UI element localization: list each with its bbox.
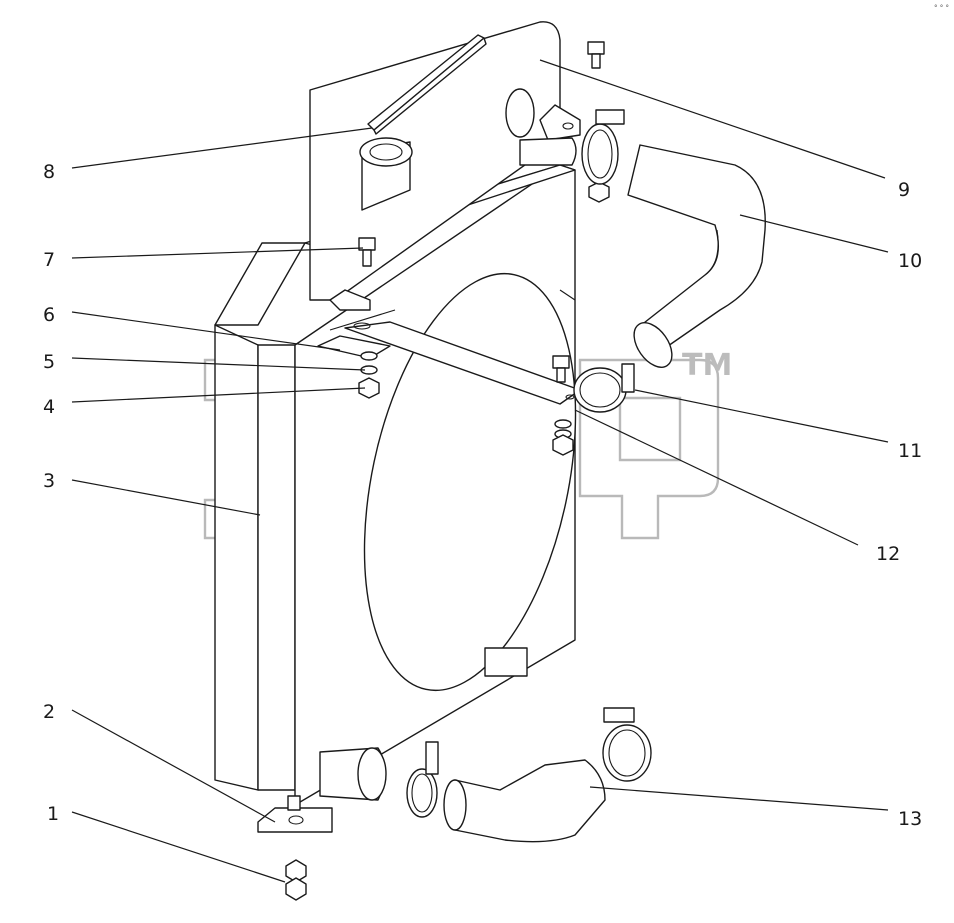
callout-6: 6: [43, 304, 55, 326]
filler-neck: [359, 137, 413, 211]
bottom-nuts: [285, 859, 307, 901]
callout-labels: 1 2 3 4 5 6 7 8 9 10 11 12 13: [43, 161, 922, 830]
bolt-upper-right: [587, 41, 605, 69]
callout-13: 13: [898, 808, 922, 830]
nut-part-4: [358, 377, 380, 399]
hose-clamp-lower-right: [602, 707, 652, 782]
seal-strip: [367, 34, 487, 135]
hose-clamp-upper: [581, 109, 625, 185]
callout-1: 1: [47, 803, 59, 825]
hose-clamp-part-11: [573, 363, 635, 413]
trademark-label: TM: [682, 348, 732, 383]
callout-5: 5: [43, 351, 55, 373]
callout-3: 3: [43, 470, 55, 492]
callout-4: 4: [43, 396, 55, 418]
callout-12: 12: [876, 543, 900, 565]
nut-upper-right: [588, 181, 610, 203]
callout-10: 10: [898, 250, 922, 272]
support-plate: [257, 795, 333, 833]
top-tank-plate: [309, 21, 581, 301]
callout-7: 7: [43, 249, 55, 271]
washer-nut-lower: [552, 419, 574, 456]
lower-hose: [443, 759, 606, 843]
bolt-part-7: [358, 237, 376, 267]
callout-9: 9: [898, 179, 910, 201]
leader-lines: [71, 59, 889, 883]
bottom-outlet-pipe: [319, 747, 387, 801]
hose-clamp-lower-left: [406, 741, 439, 818]
callout-8: 8: [43, 161, 55, 183]
bolt-mid-right: [552, 355, 570, 383]
lower-support-block: [484, 647, 528, 677]
callout-11: 11: [898, 440, 922, 462]
corner-mark: ° ° °: [934, 4, 949, 12]
upper-mount-bracket: [329, 289, 371, 311]
callout-2: 2: [43, 701, 55, 723]
upper-hose: [627, 144, 766, 368]
